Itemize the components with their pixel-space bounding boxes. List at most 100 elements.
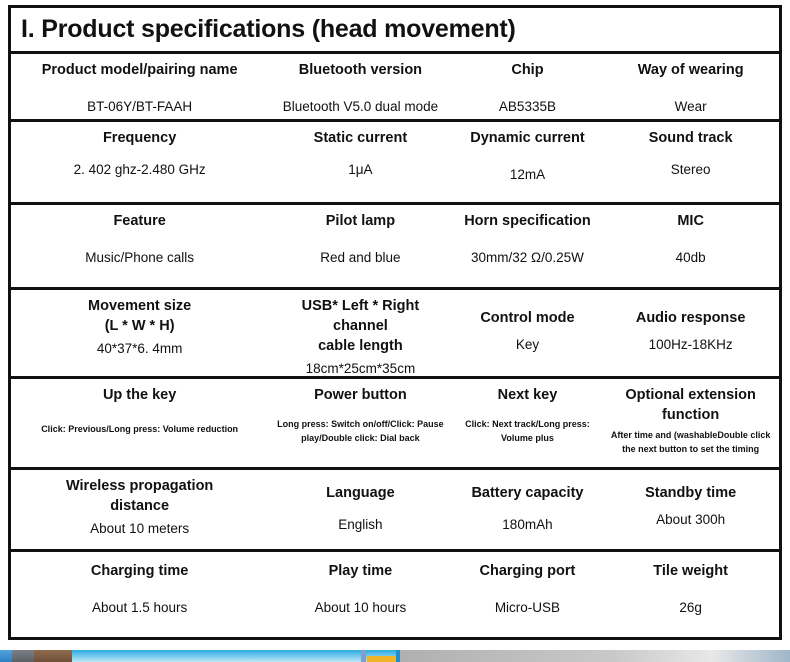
cell-charging-port: Charging port Micro-USB xyxy=(453,552,603,637)
spec-document: I. Product specifications (head movement… xyxy=(8,5,782,640)
cell-value: About 10 meters xyxy=(90,521,190,536)
cell-header: Static current xyxy=(313,130,408,146)
cell-value: Long press: Switch on/off/Click: Pause xyxy=(277,419,444,429)
cell-header: Dynamic current xyxy=(470,130,585,146)
cell-value: English xyxy=(338,517,383,532)
cell-dynamic-current: Dynamic current 12mA xyxy=(453,122,603,202)
cell-static-current: Static current 1μA xyxy=(268,122,452,202)
cell-value: BT-06Y/BT-FAAH xyxy=(87,99,193,114)
taskbar-segment-window-3 xyxy=(361,650,366,662)
cell-header: Charging time xyxy=(90,563,189,579)
cell-value: Music/Phone calls xyxy=(85,250,195,265)
cell-chip: Chip AB5335B xyxy=(453,54,603,119)
cell-header: MIC xyxy=(677,213,704,229)
taskbar-segment-active-window xyxy=(396,650,400,662)
cell-header: Feature xyxy=(113,213,166,229)
cell-value: About 1.5 hours xyxy=(91,600,188,615)
cell-value: 1μA xyxy=(348,162,373,177)
cell-value: AB5335B xyxy=(498,99,556,114)
cell-play-time: Play time About 10 hours xyxy=(268,552,452,637)
table-row: Charging time About 1.5 hours Play time … xyxy=(11,552,779,637)
cell-value: 40db xyxy=(675,250,706,265)
cell-language: Language English xyxy=(268,470,452,549)
cell-wireless-propagation-distance: Wireless propagation distance About 10 m… xyxy=(11,470,268,549)
cell-header: Tile weight xyxy=(653,563,728,579)
taskbar-segment-blue-strip xyxy=(72,650,361,662)
page-title: I. Product specifications (head movement… xyxy=(21,15,516,43)
cell-bluetooth-version: Bluetooth version Bluetooth V5.0 dual mo… xyxy=(268,54,452,119)
cell-standby-time: Standby time About 300h xyxy=(602,470,779,549)
cell-header: Battery capacity xyxy=(471,485,584,501)
cell-value: 180mAh xyxy=(502,517,553,532)
cell-tile-weight: Tile weight 26g xyxy=(602,552,779,637)
cell-battery-capacity: Battery capacity 180mAh xyxy=(453,470,603,549)
cell-value: After time and (washableDouble click xyxy=(610,430,771,440)
cell-header: Way of wearing xyxy=(637,62,744,78)
cell-value: 40*37*6. 4mm xyxy=(96,341,183,356)
cell-header-line2: function xyxy=(662,407,720,423)
cell-header: Up the key xyxy=(102,387,177,403)
cell-header-line2: (L * W * H) xyxy=(104,318,175,334)
cell-value-line2: Volume plus xyxy=(501,433,554,443)
cell-header: USB* Left * Right channel xyxy=(301,298,420,334)
cell-product-model: Product model/pairing name BT-06Y/BT-FAA… xyxy=(11,54,268,119)
taskbar-segment-window-2 xyxy=(34,650,72,662)
cell-header: Standby time xyxy=(645,485,737,501)
cell-header: Sound track xyxy=(648,130,733,146)
cell-frequency: Frequency 2. 402 ghz-2.480 GHz xyxy=(11,122,268,202)
cell-header: Movement size xyxy=(88,298,192,314)
table-row: Frequency 2. 402 ghz-2.480 GHz Static cu… xyxy=(11,122,779,205)
cell-header: Optional extension xyxy=(625,387,756,403)
cell-value: Bluetooth V5.0 dual mode xyxy=(282,99,439,114)
cell-header: Product model/pairing name xyxy=(41,62,238,78)
cell-value: About 10 hours xyxy=(314,600,407,615)
cell-value-line2: play/Double click: Dial back xyxy=(301,433,420,443)
cell-header: Bluetooth version xyxy=(298,62,423,78)
cell-header: Horn specification xyxy=(464,213,591,229)
taskbar-segment-left xyxy=(0,650,12,662)
cell-value: 30mm/32 Ω/0.25W xyxy=(471,250,584,265)
cell-header-line2: cable length xyxy=(318,338,403,354)
table-row: Movement size (L * W * H) 40*37*6. 4mm U… xyxy=(11,290,779,379)
cell-value: Click: Next track/Long press: xyxy=(465,419,590,429)
cell-audio-response: Audio response 100Hz-18KHz xyxy=(602,290,779,376)
cell-header-line2: distance xyxy=(110,498,170,514)
table-row: Product model/pairing name BT-06Y/BT-FAA… xyxy=(11,54,779,122)
cell-header: Audio response xyxy=(635,310,746,326)
cell-header: Control mode xyxy=(480,310,575,326)
cell-value-line2: the next button to set the timing xyxy=(622,444,760,454)
cell-header: Wireless propagation xyxy=(65,478,214,494)
taskbar-sliver[interactable] xyxy=(0,650,790,662)
cell-value: Red and blue xyxy=(320,250,401,265)
cell-value: Click: Previous/Long press: Volume reduc… xyxy=(41,424,239,434)
cell-value: Micro-USB xyxy=(494,600,561,615)
cell-value: 2. 402 ghz-2.480 GHz xyxy=(73,162,206,177)
cell-movement-size: Movement size (L * W * H) 40*37*6. 4mm xyxy=(11,290,268,376)
cell-header: Chip xyxy=(511,62,544,78)
cell-power-button: Power button Long press: Switch on/off/C… xyxy=(268,379,452,467)
cell-header: Language xyxy=(326,485,395,501)
cell-cable-length: USB* Left * Right channel cable length 1… xyxy=(268,290,452,376)
cell-mic: MIC 40db xyxy=(602,205,779,287)
cell-header: Pilot lamp xyxy=(325,213,396,229)
cell-pilot-lamp: Pilot lamp Red and blue xyxy=(268,205,452,287)
cell-next-key: Next key Click: Next track/Long press: V… xyxy=(453,379,603,467)
cell-value: Stereo xyxy=(670,162,711,177)
cell-optional-extension-function: Optional extension function After time a… xyxy=(602,379,779,467)
cell-way-of-wearing: Way of wearing Wear xyxy=(602,54,779,119)
table-row: Up the key Click: Previous/Long press: V… xyxy=(11,379,779,470)
cell-header: Play time xyxy=(328,563,393,579)
cell-feature: Feature Music/Phone calls xyxy=(11,205,268,287)
cell-value: 26g xyxy=(679,600,702,615)
cell-header: Power button xyxy=(314,387,407,403)
cell-sound-track: Sound track Stereo xyxy=(602,122,779,202)
cell-control-mode: Control mode Key xyxy=(453,290,603,376)
document-title-row: I. Product specifications (head movement… xyxy=(11,8,779,54)
cell-value: About 300h xyxy=(656,512,726,527)
taskbar-segment-right xyxy=(400,650,790,662)
cell-value: 100Hz-18KHz xyxy=(648,337,733,352)
cell-value: 12mA xyxy=(509,167,546,182)
cell-value: Key xyxy=(515,337,540,352)
cell-header: Charging port xyxy=(479,563,576,579)
taskbar-segment-window-1 xyxy=(12,650,34,662)
